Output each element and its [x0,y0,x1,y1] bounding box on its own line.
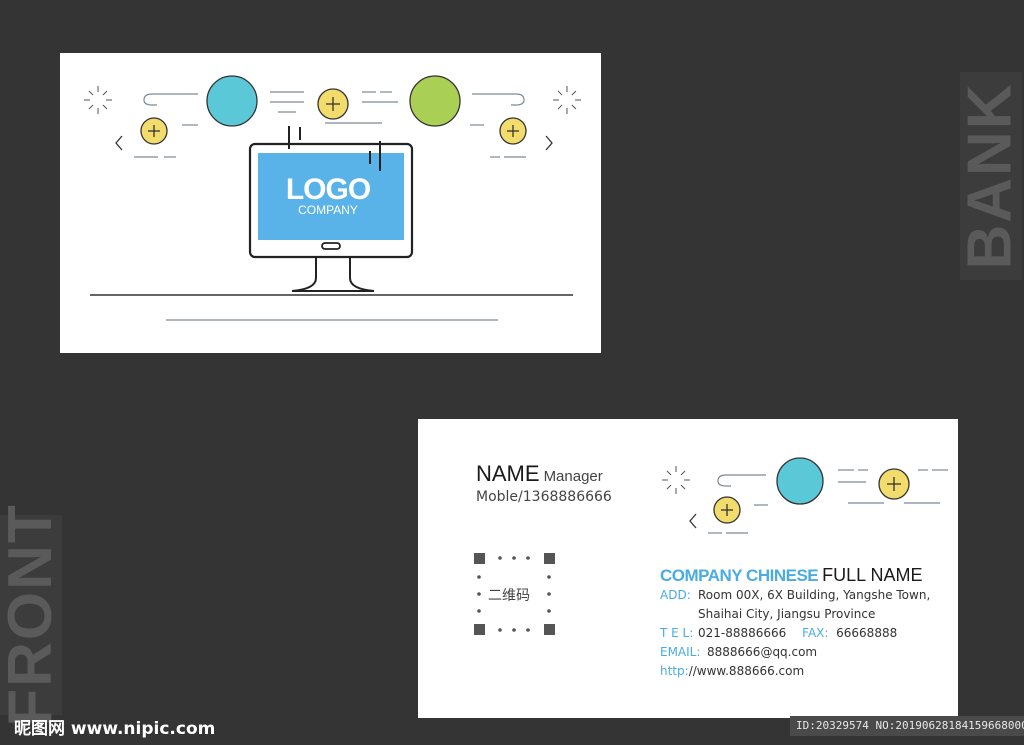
person-name: NAME [476,461,540,486]
qr-code-placeholder [474,553,555,635]
sparkle-right-icon [553,86,581,114]
add-label: ADD: [660,588,691,602]
front-side-label: FRONT [0,503,65,727]
person-role: Manager [543,468,603,485]
monitor-icon [248,126,414,292]
logo-text: LOGO [286,173,371,206]
email-label: EMAIL: [660,645,701,659]
http-label: http: [660,664,689,678]
sparkle-icon [662,466,690,494]
fax-label: FAX: [802,626,829,640]
tel-number: 021-88886666 [698,626,787,640]
email-address: 8888666@qq.com [707,645,818,659]
plus-circle-icon [140,117,168,145]
mobile-number: Moble/1368886666 [476,489,612,505]
chevron-left-icon [689,513,697,529]
website-url: //www.888666.com [688,664,805,678]
company-full-name: FULL NAME [822,565,923,585]
address-row-2: Shaihai City, Jiangsu Province [698,607,875,621]
chevron-left-icon [115,135,123,151]
bank-label-text: BANK [956,82,1024,270]
deco-lines [134,91,526,158]
sparkle-left-icon [84,86,112,114]
qr-label: 二维码 [488,588,530,604]
tel-label: T E L: [660,626,694,640]
back-illustration [474,457,948,635]
tel-row: T E L: 021-88886666 FAX: 66668888 [660,626,897,640]
front-illustration: LOGO COMPANY [84,75,581,321]
green-circle [409,75,461,127]
business-card-front: LOGO COMPANY [60,53,601,353]
address-row: ADD: Room 00X, 6X Building, Yangshe Town, [660,588,930,602]
cyan-circle [206,75,258,127]
chevron-right-icon [545,135,553,151]
company-cn: COMPANY CHINESE [660,566,819,585]
plus-circle-icon [499,117,527,145]
bank-side-label: BANK [956,72,1024,280]
plus-circle-icon [878,468,910,500]
email-row: EMAIL: 8888666@qq.com [660,645,817,659]
site-watermark: 昵图网 www.nipic.com [14,719,216,739]
address-line1: Room 00X, 6X Building, Yangshe Town, [698,588,931,602]
image-id-watermark: ID:20329574 NO:20190628184159668000 [790,716,1024,736]
logo-company-text: COMPANY [298,203,358,217]
cyan-circle [776,457,824,505]
fax-number: 66668888 [836,626,898,640]
plus-circle-icon [317,88,349,120]
plus-circle-icon [713,496,741,524]
address-line2: Shaihai City, Jiangsu Province [698,607,876,621]
deco-lines [708,469,948,534]
website-row: http://www.888666.com [660,664,804,678]
front-label-text: FRONT [0,503,65,727]
